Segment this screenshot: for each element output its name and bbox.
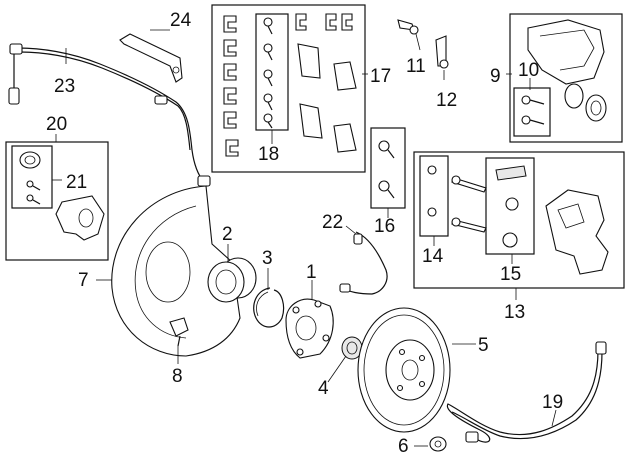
- callout-24: 24: [170, 10, 192, 31]
- callout-15: 15: [500, 264, 521, 285]
- guide-pin-12: [435, 35, 449, 69]
- callout-5: 5: [478, 335, 489, 356]
- bracket-hardware-15: [495, 165, 527, 248]
- wheel-hub-1: [285, 298, 334, 359]
- callout-labels: 1 2 3 4 5 6 7 8 9 10 11 12 13 14 15 16 1…: [46, 10, 563, 457]
- pad-clips-17: [223, 13, 353, 157]
- callout-3: 3: [262, 248, 273, 269]
- callout-9: 9: [490, 66, 501, 87]
- caliper-bracket-13: [545, 189, 609, 275]
- callout-21: 21: [66, 172, 87, 193]
- brake-rotor-5: [357, 307, 451, 433]
- callout-20: 20: [46, 114, 67, 135]
- box-bracket-kit: [413, 151, 625, 289]
- callout-14: 14: [422, 246, 444, 267]
- callout-13: 13: [504, 302, 525, 323]
- callout-10: 10: [518, 60, 539, 81]
- box-caliper: [509, 13, 623, 143]
- bolt-8: [169, 317, 189, 347]
- callout-12: 12: [436, 90, 457, 111]
- callout-2: 2: [222, 224, 233, 245]
- callout-4: 4: [318, 378, 329, 399]
- snap-ring-3: [253, 287, 285, 328]
- bleeder-screw-11: [397, 19, 419, 35]
- bracket-bolts-14: [427, 165, 487, 233]
- leader-lines: [52, 29, 557, 447]
- callout-1: 1: [306, 262, 317, 283]
- caliper-bolts-10: [521, 95, 545, 125]
- brake-pads: [297, 43, 357, 153]
- abs-sensor-wire-19: [446, 341, 607, 443]
- guide-bolts-16: [378, 140, 395, 199]
- dust-shield-7: [111, 185, 241, 357]
- wheel-bearing-2: [207, 257, 257, 303]
- callout-8: 8: [172, 366, 183, 387]
- callout-23: 23: [54, 76, 75, 97]
- callout-18: 18: [258, 144, 279, 165]
- callout-7: 7: [78, 270, 89, 291]
- caliper-9: [527, 19, 607, 122]
- callout-16: 16: [374, 216, 395, 237]
- callout-6: 6: [398, 436, 409, 457]
- bracket-24: [119, 33, 183, 83]
- box-wear-sensor-kit: [5, 141, 109, 261]
- callout-17: 17: [370, 66, 391, 87]
- box-sensor-bolts: [11, 145, 53, 209]
- abs-sensor-wire-23: [8, 43, 211, 187]
- callout-19: 19: [542, 392, 563, 413]
- callout-11: 11: [406, 56, 426, 77]
- rotor-screw-6: [429, 436, 447, 452]
- sensor-22: [339, 231, 388, 295]
- box-pads-clips: [211, 4, 366, 173]
- box-bracket-hardware: [485, 157, 535, 255]
- box-guide-bolts: [370, 127, 406, 209]
- box-caliper-bolts: [513, 87, 551, 137]
- callout-22: 22: [322, 212, 343, 233]
- pad-bolts-18: [263, 17, 273, 129]
- wear-sensor-20: [19, 151, 105, 241]
